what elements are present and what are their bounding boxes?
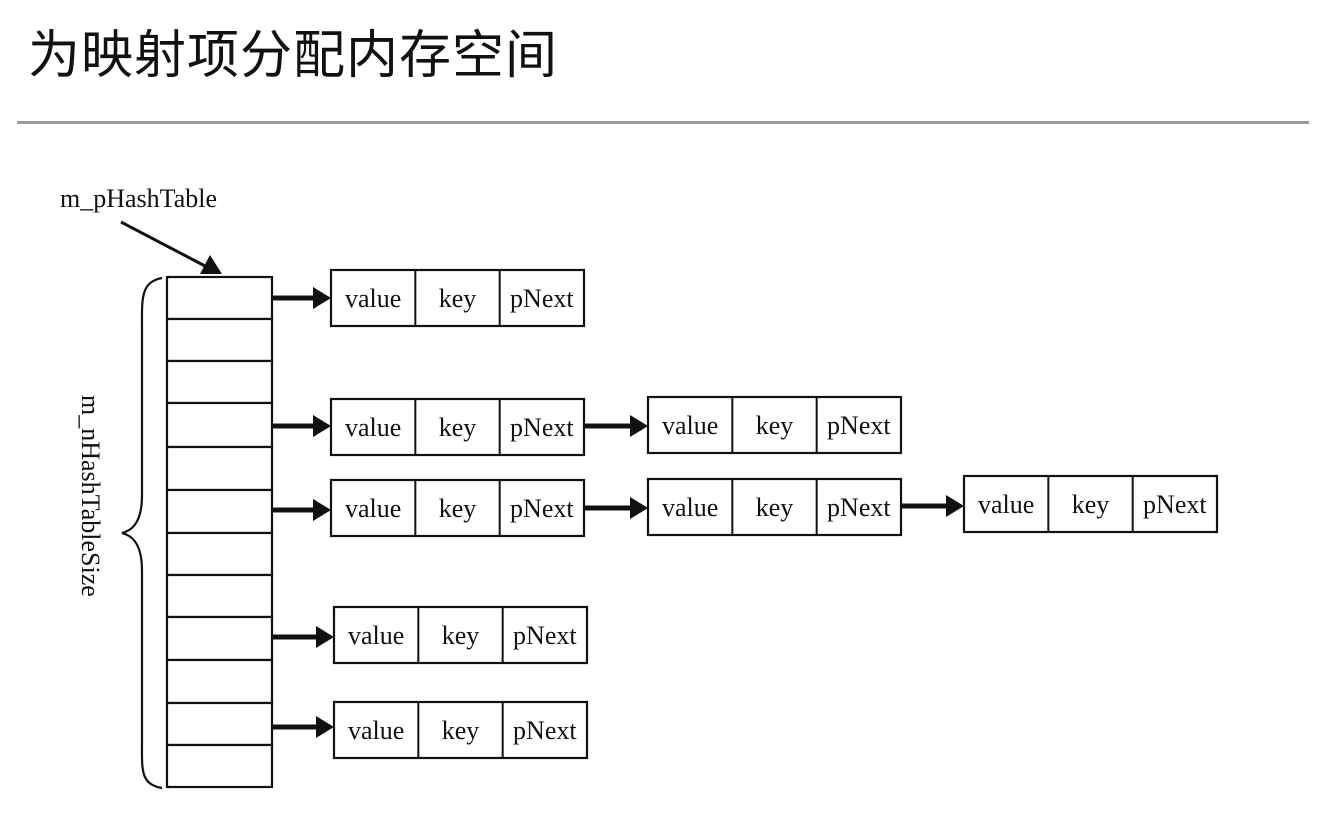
node-field-pnext: pNext [513, 716, 577, 745]
bucket-cell [165, 615, 274, 662]
list-node: value key pNext [332, 700, 589, 760]
bucket-cell [165, 359, 274, 405]
node-field-key: key [442, 716, 480, 745]
node-field-pnext: pNext [510, 284, 574, 313]
node-field-pnext: pNext [1143, 490, 1207, 519]
list-node: value key pNext [329, 397, 586, 457]
node-field-pnext: pNext [827, 493, 891, 522]
node-field-value: value [662, 493, 718, 522]
title-divider [17, 121, 1309, 124]
link-arrow [272, 287, 331, 309]
link-arrow [272, 415, 331, 437]
list-node: value key pNext [646, 395, 903, 455]
table-pointer-arrow [120, 220, 222, 274]
link-arrow [272, 716, 334, 738]
table-pointer-label: m_pHashTable [60, 184, 217, 213]
list-node: value key pNext [646, 477, 903, 537]
list-node: value key pNext [329, 478, 586, 538]
bucket-cell [165, 275, 274, 321]
bucket-cell [165, 488, 274, 535]
node-field-pnext: pNext [510, 494, 574, 523]
bucket-cell [165, 445, 274, 492]
link-arrow [901, 495, 964, 517]
bucket-cell [165, 531, 274, 577]
bucket-array [165, 275, 274, 789]
node-field-key: key [1072, 490, 1110, 519]
node-field-pnext: pNext [827, 411, 891, 440]
link-arrow [272, 626, 334, 648]
node-field-key: key [439, 413, 477, 442]
node-field-key: key [756, 493, 794, 522]
node-field-value: value [348, 621, 404, 650]
bucket-cell [165, 317, 274, 363]
node-field-key: key [756, 411, 794, 440]
table-size-brace [121, 276, 163, 790]
bucket-cell [165, 743, 274, 789]
node-field-value: value [978, 490, 1034, 519]
link-arrow [272, 499, 331, 521]
node-field-value: value [348, 716, 404, 745]
bucket-cell [165, 658, 274, 705]
node-field-key: key [442, 621, 480, 650]
list-node: value key pNext [962, 474, 1219, 534]
node-field-value: value [345, 494, 401, 523]
table-size-label: m_nHashTableSize [76, 395, 105, 597]
bucket-cell [165, 573, 274, 619]
link-arrow [584, 415, 648, 437]
node-field-value: value [345, 413, 401, 442]
node-field-key: key [439, 284, 477, 313]
node-field-value: value [345, 284, 401, 313]
bucket-cell [165, 401, 274, 449]
page-title: 为映射项分配内存空间 [28, 26, 559, 86]
node-field-pnext: pNext [513, 621, 577, 650]
list-node: value key pNext [329, 268, 586, 328]
node-field-pnext: pNext [510, 413, 574, 442]
node-field-value: value [662, 411, 718, 440]
bucket-cell [165, 701, 274, 747]
list-node: value key pNext [332, 605, 589, 665]
node-field-key: key [439, 494, 477, 523]
link-arrow [584, 497, 648, 519]
